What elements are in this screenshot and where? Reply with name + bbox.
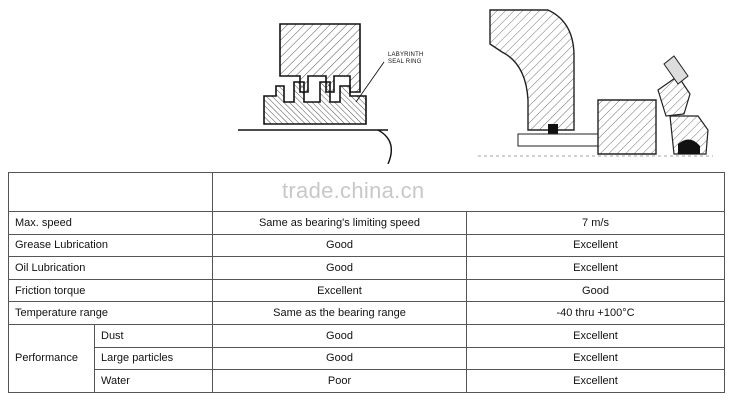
row-value-col1: Good xyxy=(212,233,467,258)
performance-group-label: Performance xyxy=(8,323,95,393)
row-value-col2: Excellent xyxy=(466,233,725,258)
table-row: Large particles Good Excellent xyxy=(9,346,725,371)
row-label: Grease Lubrication xyxy=(8,233,213,258)
row-value-col2: Excellent xyxy=(466,323,725,348)
header-cell-empty xyxy=(8,172,213,212)
row-label: Temperature range xyxy=(8,301,213,325)
table-row: Performance Dust Good Excellent xyxy=(8,323,725,393)
row-label: Max. speed xyxy=(8,211,213,235)
header-cell-watermark xyxy=(212,172,725,212)
callout-label-line2: SEAL RING xyxy=(388,59,422,65)
row-label: Friction torque xyxy=(8,278,213,303)
table-header-row xyxy=(8,172,725,212)
row-value-col1: Poor xyxy=(212,369,467,393)
row-value-col2: 7 m/s xyxy=(466,211,725,235)
row-value-col1: Same as bearing's limiting speed xyxy=(212,211,467,235)
row-value-col2: Excellent xyxy=(466,256,725,280)
row-label: Oil Lubrication xyxy=(8,256,213,280)
drawings-area: LABYRINTH SEAL RING xyxy=(0,0,738,170)
row-value-col1: Same as the bearing range xyxy=(212,301,467,325)
row-value-col2: -40 thru +100°C xyxy=(466,301,725,325)
row-value-col1: Excellent xyxy=(212,278,467,303)
row-value-col1: Good xyxy=(212,346,467,371)
table-row: Temperature range Same as the bearing ra… xyxy=(8,301,725,325)
table-row: Oil Lubrication Good Excellent xyxy=(8,256,725,280)
row-sublabel: Water xyxy=(94,369,213,393)
row-value-col2: Excellent xyxy=(466,369,725,393)
row-value-col2: Excellent xyxy=(466,346,725,371)
row-sublabel: Large particles xyxy=(94,346,213,371)
watermark-text: trade.china.cn xyxy=(282,178,425,203)
row-value-col2: Good xyxy=(466,278,725,303)
seal-comparison-table: Max. speed Same as bearing's limiting sp… xyxy=(8,172,725,393)
callout-label-line1: LABYRINTH xyxy=(388,52,424,58)
table-row: Water Poor Excellent xyxy=(9,369,725,393)
row-value-col1: Good xyxy=(212,323,467,348)
row-sublabel: Dust xyxy=(94,323,213,348)
table-row: Max. speed Same as bearing's limiting sp… xyxy=(8,211,725,235)
table-row: Grease Lubrication Good Excellent xyxy=(8,233,725,258)
bearing-housing-drawing xyxy=(478,9,713,157)
labyrinth-seal-drawing xyxy=(238,23,392,164)
row-value-col1: Good xyxy=(212,256,467,280)
table-row: Friction torque Excellent Good xyxy=(8,278,725,303)
